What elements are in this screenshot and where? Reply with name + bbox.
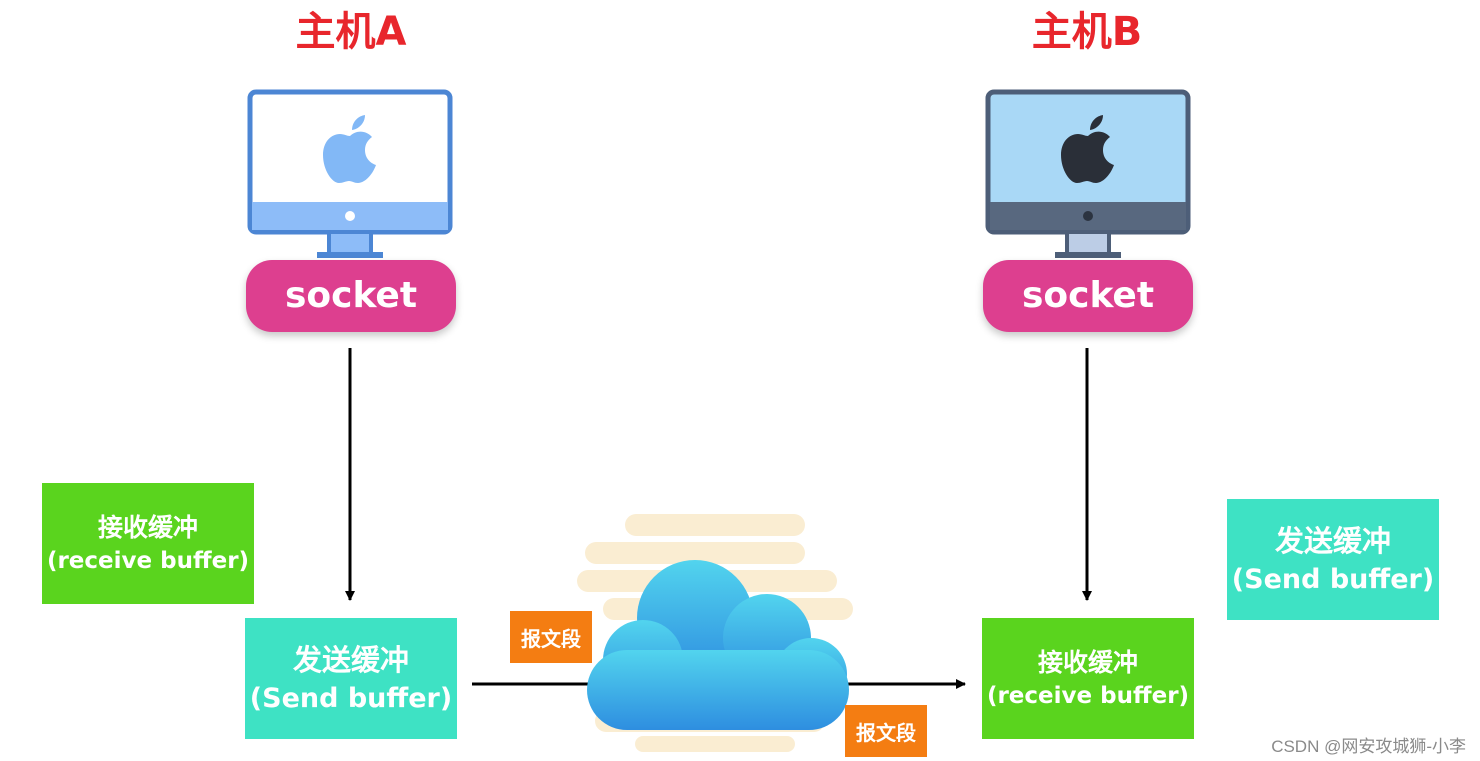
send-buffer-label-en: (Send buffer) xyxy=(1231,563,1435,595)
host-b-receive-buffer: 接收缓冲 (receive buffer) xyxy=(982,618,1194,739)
receive-buffer-label-en: (receive buffer) xyxy=(986,682,1190,709)
watermark: CSDN @网安攻城狮-小李 xyxy=(1271,737,1466,756)
host-b-title: 主机B xyxy=(1031,9,1143,55)
apple-logo-icon xyxy=(323,115,376,183)
host-a-title: 主机A xyxy=(295,9,407,55)
send-buffer-label-en: (Send buffer) xyxy=(249,682,453,714)
host-a-receive-buffer: 接收缓冲 (receive buffer) xyxy=(42,483,254,604)
host-b-socket: socket xyxy=(983,260,1193,332)
send-buffer-label-zh: 发送缓冲 xyxy=(1274,523,1391,558)
host-a-send-buffer: 发送缓冲 (Send buffer) xyxy=(245,618,457,739)
apple-logo-icon xyxy=(1061,115,1114,183)
host-b-computer-icon xyxy=(985,89,1191,258)
receive-buffer-label-zh: 接收缓冲 xyxy=(97,512,198,542)
segment-tag-left: 报文段 xyxy=(510,611,592,663)
network-cloud-icon xyxy=(577,514,853,752)
host-a-computer-icon xyxy=(247,89,453,258)
host-a-socket: socket xyxy=(246,260,456,332)
receive-buffer-label-zh: 接收缓冲 xyxy=(1037,647,1138,677)
send-buffer-label-zh: 发送缓冲 xyxy=(292,642,409,677)
receive-buffer-label-en: (receive buffer) xyxy=(46,547,250,574)
segment-tag-right: 报文段 xyxy=(845,705,927,757)
host-b-send-buffer: 发送缓冲 (Send buffer) xyxy=(1227,499,1439,620)
